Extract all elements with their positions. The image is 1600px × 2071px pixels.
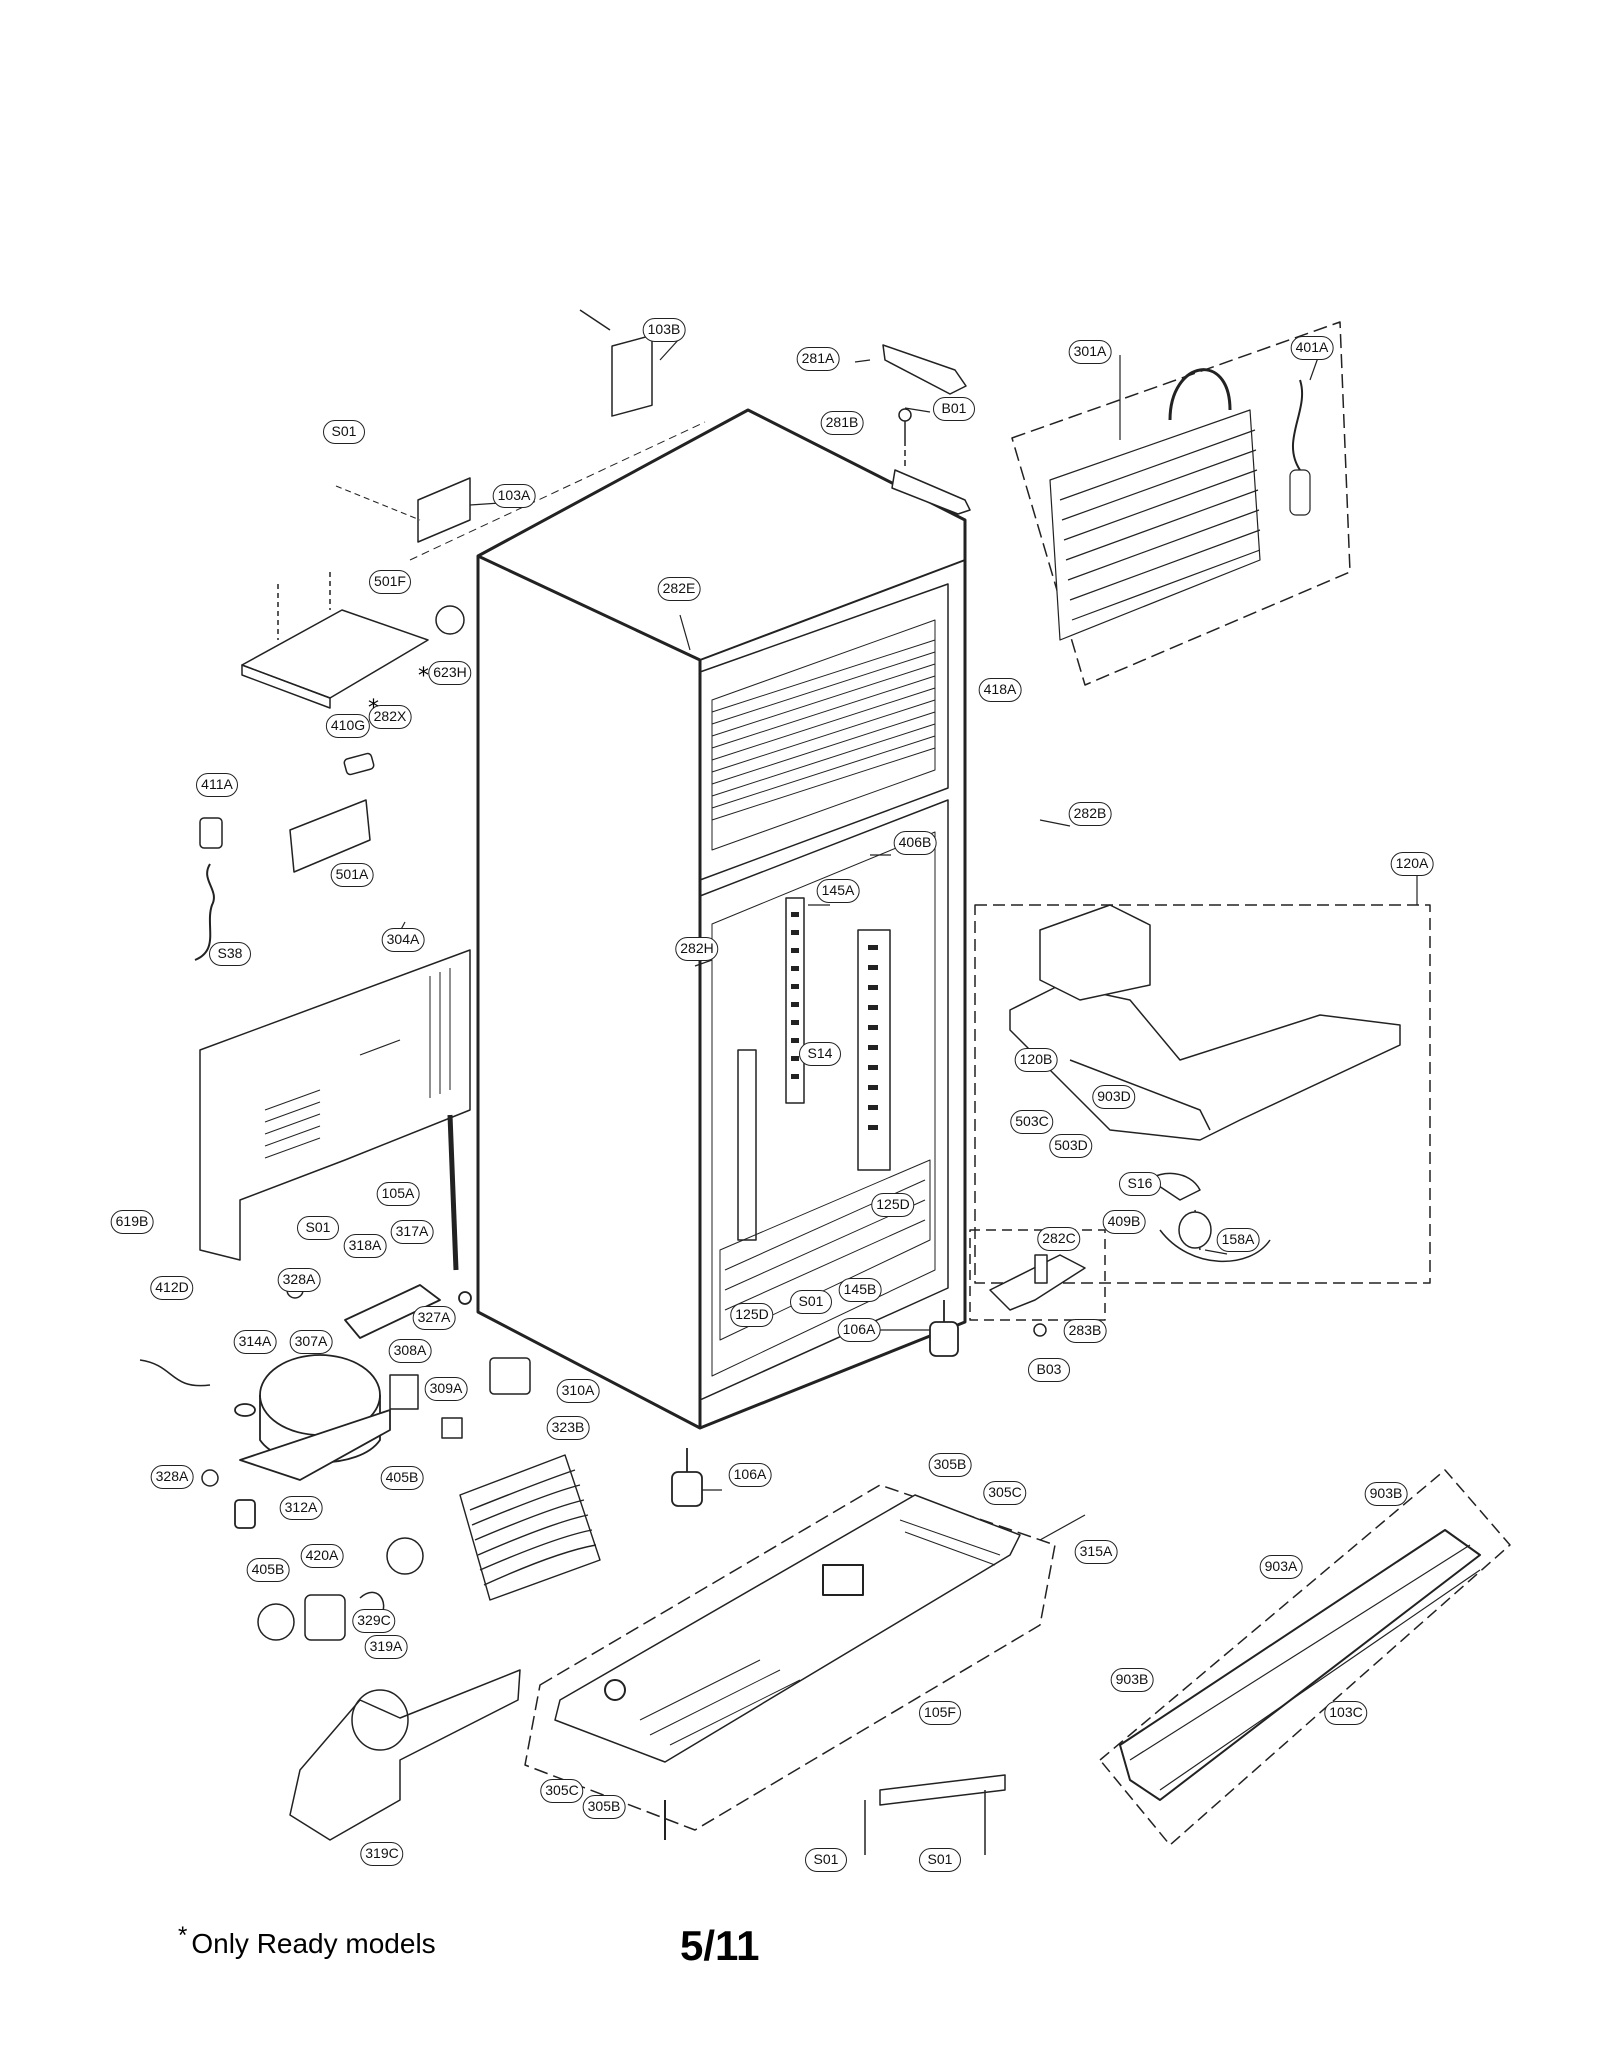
part-callout: 282C (1037, 1227, 1081, 1251)
part-callout: 405B (246, 1558, 290, 1582)
evaporator-assembly (1011, 321, 1351, 686)
asterisk-marker: * (418, 664, 429, 689)
part-callout: 418A (978, 678, 1022, 702)
part-callout: 145A (816, 879, 860, 903)
part-callout: 409B (1102, 1210, 1146, 1234)
part-callout: 106A (728, 1463, 772, 1487)
lower-cover (864, 1774, 1006, 1855)
part-callout: B03 (1028, 1358, 1070, 1382)
lower-hinge (969, 1229, 1106, 1337)
front-grille (1099, 1469, 1511, 1846)
part-callout: 323B (546, 1416, 590, 1440)
top-trim-parts (335, 309, 706, 561)
asterisk-marker: * (368, 696, 379, 721)
part-callout: 327A (412, 1306, 456, 1330)
part-callout: 317A (390, 1220, 434, 1244)
part-callout: S38 (209, 942, 251, 966)
part-callout: 301A (1068, 340, 1112, 364)
part-callout: B01 (933, 397, 975, 421)
part-callout: 412D (150, 1276, 194, 1300)
part-callout: S01 (805, 1848, 847, 1872)
part-callout: S01 (323, 420, 365, 444)
leader-lines (359, 337, 1418, 1541)
part-callout: 401A (1290, 336, 1334, 360)
part-callout: 411A (196, 773, 238, 797)
part-callout: 406B (893, 831, 937, 855)
part-callout: 319A (364, 1635, 408, 1659)
part-callout: S01 (919, 1848, 961, 1872)
part-callout: 623H (428, 661, 472, 685)
footnote: *Only Ready models (178, 1922, 436, 1960)
part-callout: 315A (1074, 1540, 1118, 1564)
part-callout: 503C (1010, 1110, 1054, 1134)
part-callout: 305B (928, 1453, 972, 1477)
part-callout: 405B (380, 1466, 424, 1490)
part-callout: 619B (110, 1210, 154, 1234)
part-callout: 410G (325, 714, 371, 738)
page-number: 5/11 (680, 1922, 760, 1969)
part-callout: 329C (352, 1609, 396, 1633)
compressor (139, 1114, 472, 1529)
part-callout: 120B (1014, 1048, 1058, 1072)
part-callout: S01 (790, 1290, 832, 1314)
part-callout: 282B (1068, 802, 1112, 826)
part-callout: 120A (1390, 852, 1434, 876)
part-callout: S01 (297, 1216, 339, 1240)
part-callout: 501A (330, 863, 374, 887)
part-callout: 305C (540, 1779, 584, 1803)
part-callout: 903B (1364, 1482, 1408, 1506)
part-callout: 305B (582, 1795, 626, 1819)
top-hinge-parts (882, 344, 971, 515)
footnote-text: Only Ready models (191, 1928, 436, 1959)
part-callout: 310A (556, 1379, 600, 1403)
part-callout: 282E (657, 577, 701, 601)
condenser-coil (459, 1454, 601, 1601)
part-callout: 305C (983, 1481, 1027, 1505)
part-callout: 328A (150, 1465, 194, 1489)
part-callout: 103A (492, 484, 536, 508)
refrigerator-cabinet (476, 408, 967, 1430)
part-callout: 903A (1259, 1555, 1303, 1579)
part-callout: 318A (343, 1234, 387, 1258)
part-callout: 282H (675, 937, 719, 961)
part-callout: 103C (1324, 1701, 1368, 1725)
part-callout: 903B (1110, 1668, 1154, 1692)
part-callout: 125D (730, 1303, 774, 1327)
back-panel (194, 817, 471, 1261)
relay-parts (201, 1281, 531, 1487)
part-callout: 307A (289, 1330, 333, 1354)
part-callout: 105F (919, 1701, 961, 1725)
part-callout: 304A (381, 928, 425, 952)
part-callout: S16 (1119, 1172, 1161, 1196)
part-callout: 903D (1092, 1085, 1136, 1109)
footnote-marker: * (178, 1922, 188, 1949)
part-callout: 308A (388, 1339, 432, 1363)
part-callout: 319C (360, 1842, 404, 1866)
part-callout: 314A (233, 1330, 277, 1354)
part-callout: 283B (1063, 1319, 1107, 1343)
part-callout: 103B (642, 318, 686, 342)
leveling-feet (671, 1300, 959, 1507)
part-callout: 282X (368, 705, 412, 729)
part-callout: 312A (279, 1496, 323, 1520)
part-callout: 328A (277, 1268, 321, 1292)
part-callout: 503D (1049, 1134, 1093, 1158)
condenser-fan (257, 1537, 521, 1841)
part-callout: 281A (796, 347, 840, 371)
part-callout: S14 (799, 1042, 841, 1066)
part-callout: 420A (300, 1544, 344, 1568)
part-callout: 309A (424, 1377, 468, 1401)
part-callout: 125D (871, 1193, 915, 1217)
control-board-cover (241, 572, 465, 873)
part-callout: 158A (1216, 1228, 1260, 1252)
part-callout: 501F (369, 570, 411, 594)
base-plate (524, 1484, 1056, 1840)
part-callout: 145B (838, 1278, 882, 1302)
part-callout: 105A (376, 1182, 420, 1206)
part-callout: 281B (820, 411, 864, 435)
part-callout: 106A (837, 1318, 881, 1342)
